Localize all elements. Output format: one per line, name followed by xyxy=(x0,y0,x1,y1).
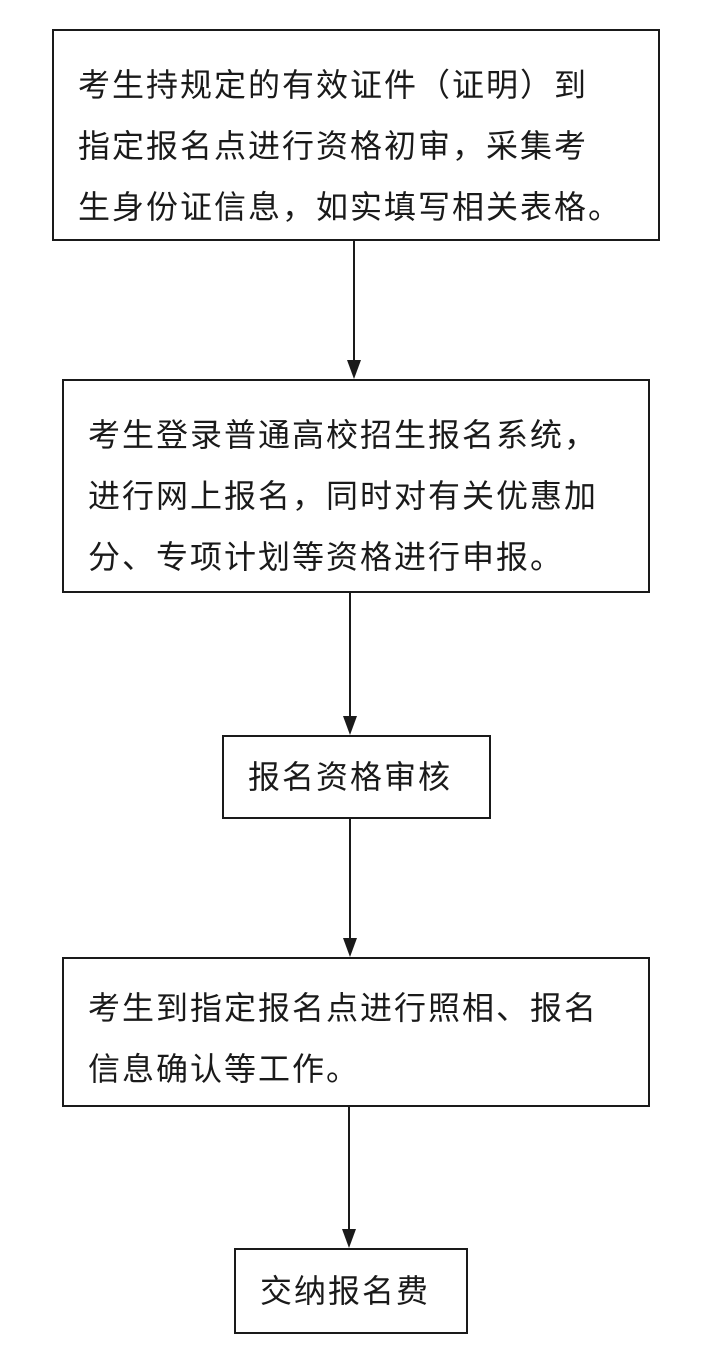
step-2-line-3: 分、专项计划等资格进行申报。 xyxy=(88,538,565,576)
step-3-line-1: 报名资格审核 xyxy=(248,758,453,796)
step-1-line-3: 生身份证信息，如实填写相关表格。 xyxy=(78,188,623,226)
step-4-line-2: 信息确认等工作。 xyxy=(88,1050,361,1088)
step-2-line-2: 进行网上报名，同时对有关优惠加 xyxy=(88,477,599,515)
step-3-box: 报名资格审核 xyxy=(222,735,491,819)
step-4-line-1: 考生到指定报名点进行照相、报名 xyxy=(88,989,599,1027)
arrow-1-head xyxy=(347,360,361,379)
step-4-box: 考生到指定报名点进行照相、报名 信息确认等工作。 xyxy=(62,957,650,1107)
step-1-line-2: 指定报名点进行资格初审，采集考 xyxy=(78,127,589,165)
step-2-box: 考生登录普通高校招生报名系统， 进行网上报名，同时对有关优惠加 分、专项计划等资… xyxy=(62,379,650,593)
step-1-box: 考生持规定的有效证件（证明）到 指定报名点进行资格初审，采集考 生身份证信息，如… xyxy=(52,29,660,241)
step-2-line-1: 考生登录普通高校招生报名系统， xyxy=(88,416,599,454)
step-1-line-1: 考生持规定的有效证件（证明）到 xyxy=(78,66,589,104)
step-5-box: 交纳报名费 xyxy=(234,1248,468,1334)
arrow-4-head xyxy=(342,1229,356,1248)
arrow-2-head xyxy=(343,716,357,735)
arrow-3-head xyxy=(343,938,357,957)
step-5-line-1: 交纳报名费 xyxy=(260,1272,431,1310)
